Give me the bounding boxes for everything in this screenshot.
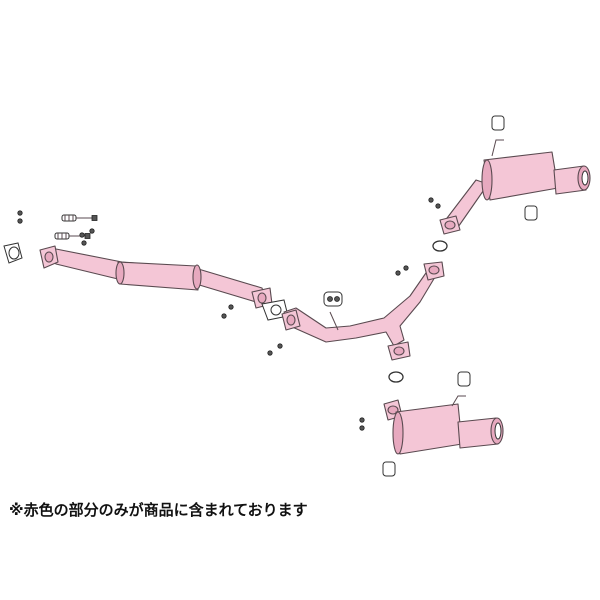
mid-gasket: [221, 299, 289, 356]
upper-muffler-gasket: [432, 240, 448, 252]
rubber-hanger-mid: [323, 291, 343, 307]
lower-muffler-gasket: [388, 371, 404, 383]
engine-side-flange: [3, 210, 23, 264]
front-pipe-resonator: [39, 245, 273, 309]
included-parts-note: ※赤色の部分のみが商品に含まれております: [9, 501, 308, 519]
upper-muffler: [428, 115, 591, 235]
lower-muffler: [359, 371, 504, 477]
spring-bolt-set: [54, 214, 98, 246]
y-pipe: [281, 261, 445, 361]
